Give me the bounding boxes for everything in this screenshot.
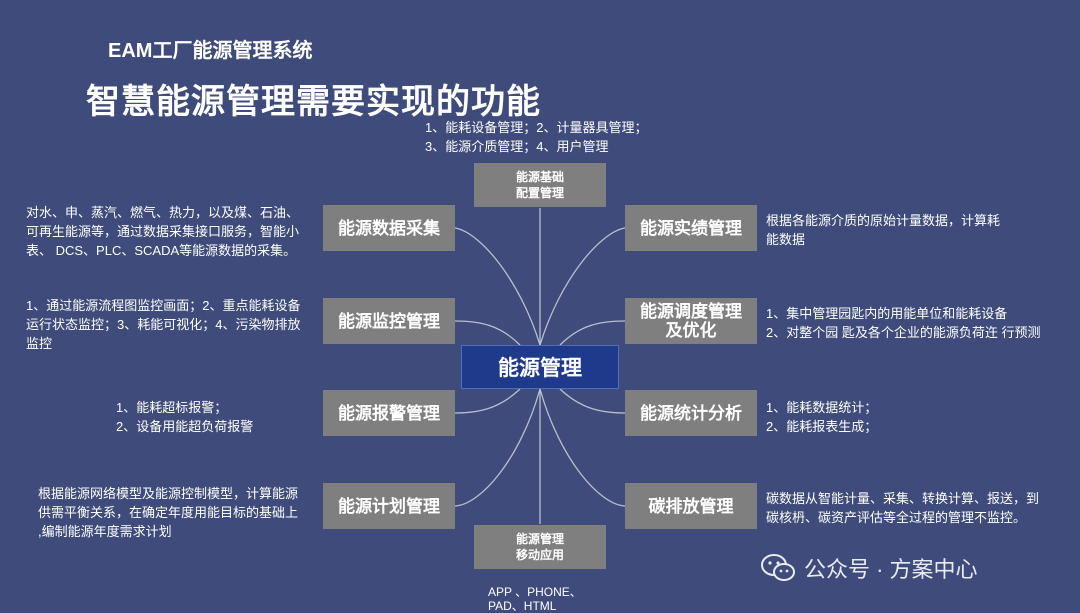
node-data-collection[interactable]: 能源数据采集 xyxy=(323,205,455,251)
desc-dispatch-optimization: 1、集中管理园匙内的用能单位和能耗设备 2、对整个园 匙及各个企业的能源负荷迕 … xyxy=(766,306,1041,340)
desc-carbon-management: 碳数据从智能计量、采集、转换计算、报送，到 碳核枬、碳资产评估等全过程的管理不监… xyxy=(766,491,1040,525)
desc-statistics-analysis: 1、能耗数据统计； 2、能耗报表生成； xyxy=(766,400,878,434)
subtitle: EAM工厂能源管理系统 xyxy=(108,40,313,62)
desc-alarm-management: 1、能耗超标报警； 2、设备用能超负荷报警 xyxy=(116,400,254,434)
page-title: 智慧能源管理需要实现的功能 xyxy=(86,83,541,121)
node-energy-base-config[interactable]: 能源基础配置管理 xyxy=(474,163,606,207)
node-plan-management[interactable]: 能源计划管理 xyxy=(323,483,455,529)
connector-right-2 xyxy=(559,320,626,346)
connector-left-1 xyxy=(454,227,541,346)
connector-right-1 xyxy=(539,227,626,346)
watermark-text: 公众号 · 方案中心 xyxy=(804,557,978,582)
node-monitor-management[interactable]: 能源监控管理 xyxy=(323,298,455,344)
wechat-icon xyxy=(761,554,795,581)
connector-right-4 xyxy=(539,388,626,507)
node-mobile-application[interactable]: 能源管理移动应用 xyxy=(474,525,606,569)
top-node-desc: 1、能耗设备管理；2、计量器具管理； 3、能源介质管理；4、用户管理 xyxy=(425,120,648,154)
center-node-energy-management[interactable]: 能源管理 xyxy=(461,345,619,389)
desc-monitor-management: 1、通过能源流程图监控画面；2、重点能耗设备 运行状态监控；3、耗能可视化；4、… xyxy=(26,298,301,351)
connector-left-2 xyxy=(454,320,521,346)
node-alarm-management[interactable]: 能源报警管理 xyxy=(323,390,455,436)
node-carbon-management[interactable]: 碳排放管理 xyxy=(625,483,757,529)
desc-plan-management: 根据能源网络模型及能源控制模型，计算能源 供需平衡关系，在确定年度用能目标的基础… xyxy=(38,486,299,539)
desc-data-collection: 对水、申、蒸汽、燃气、热力，以及煤、石油、 可再生能源等，通过数据采集接口服务，… xyxy=(26,205,300,258)
node-performance-management[interactable]: 能源实绩管理 xyxy=(625,205,757,251)
desc-performance-management: 根据各能源介质的原始计量数据，计算耗 能数据 xyxy=(766,213,1001,247)
node-statistics-analysis[interactable]: 能源统计分析 xyxy=(625,390,757,436)
connector-left-3 xyxy=(454,388,521,414)
node-dispatch-optimization[interactable]: 能源调度管理及优化 xyxy=(625,298,757,344)
watermark: 公众号 · 方案中心 xyxy=(760,552,978,584)
connector-left-4 xyxy=(454,388,541,507)
connector-right-3 xyxy=(559,388,626,414)
bottom-node-desc: APP 、PHONE、 PAD、HTML xyxy=(488,585,582,613)
